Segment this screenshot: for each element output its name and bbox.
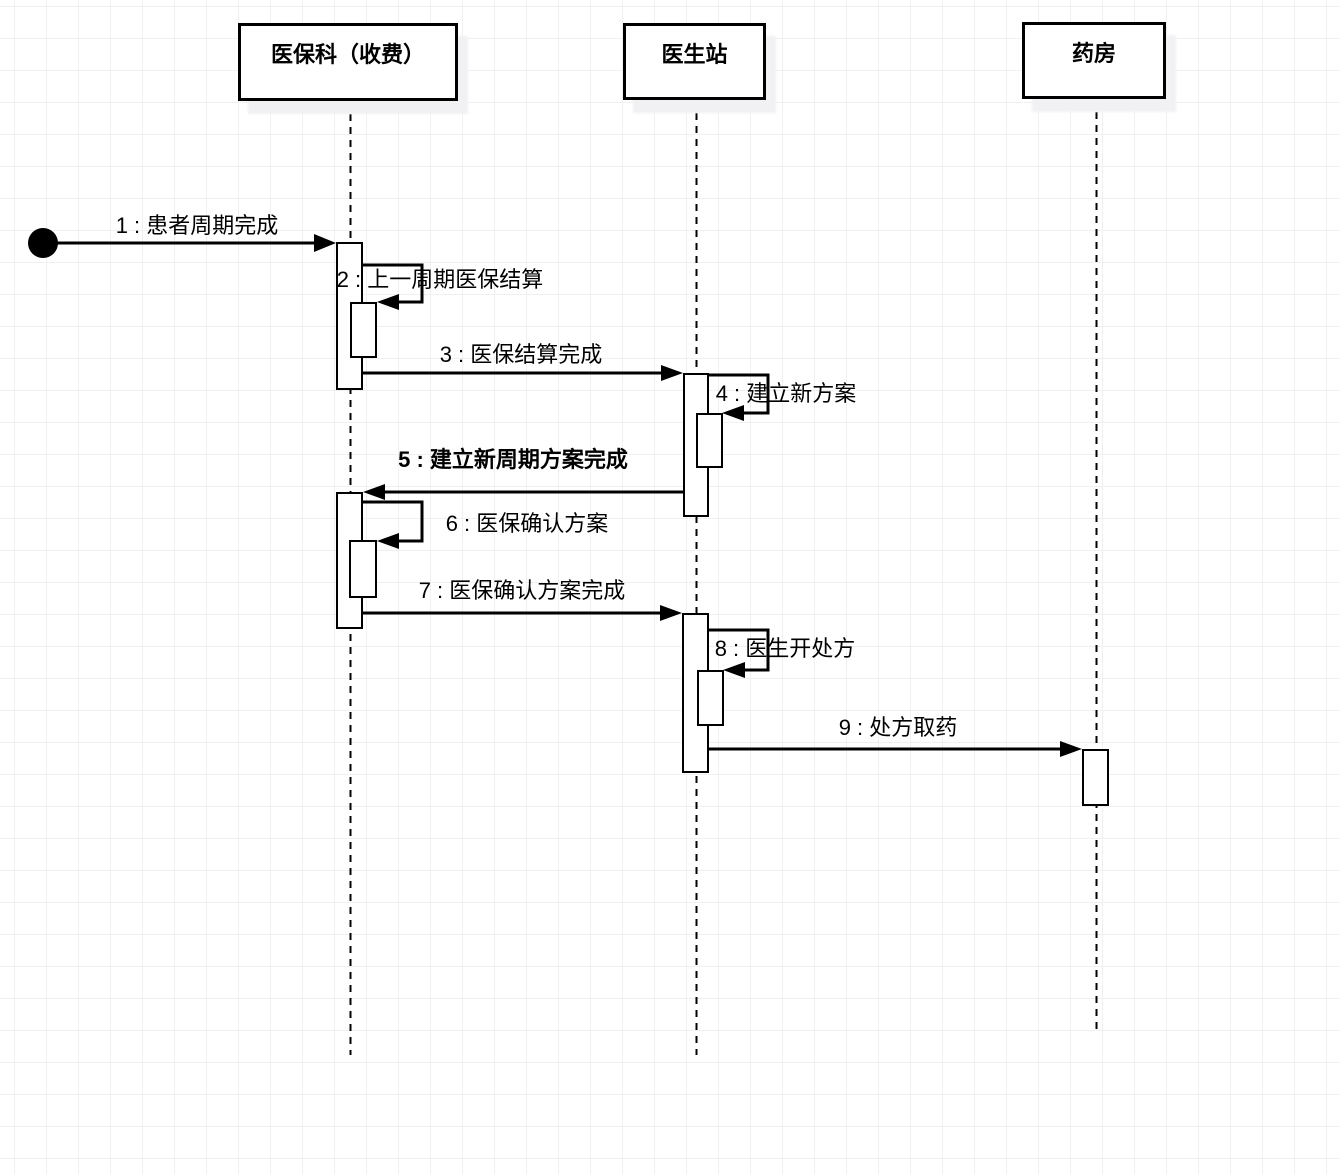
message-label-1: 1 : 患者周期完成 xyxy=(115,213,279,238)
message-label-2: 2 : 上一周期医保结算 xyxy=(336,267,544,292)
message-label-4: 4 : 建立新方案 xyxy=(715,381,857,406)
message-label-5: 5 : 建立新周期方案完成 xyxy=(398,447,628,472)
message-line-6 xyxy=(363,500,424,543)
arrowhead-2 xyxy=(377,294,399,310)
message-line-2 xyxy=(362,263,424,304)
message-label-6: 6 : 医保确认方案 xyxy=(445,511,609,536)
actor-label-pharmacy: 药房 xyxy=(1071,41,1116,66)
message-label-9: 9 : 处方取药 xyxy=(838,715,958,740)
message-label-8: 8 : 医生开处方 xyxy=(714,636,856,661)
actor-label-insurance: 医保科（收费） xyxy=(270,42,425,67)
arrowhead-3 xyxy=(661,365,683,381)
arrowhead-1 xyxy=(314,234,336,252)
message-line-4 xyxy=(708,373,770,415)
message-label-7: 7 : 医保确认方案完成 xyxy=(418,578,626,603)
arrowhead-9 xyxy=(1060,741,1082,757)
activation-bar-doctor-2-nested xyxy=(697,670,724,726)
message-line-8 xyxy=(708,628,770,672)
activation-bar-pharmacy-1 xyxy=(1082,749,1109,806)
actor-box-insurance: 医保科（收费） xyxy=(238,23,458,101)
arrowhead-8 xyxy=(723,662,745,678)
actor-box-pharmacy: 药房 xyxy=(1022,22,1166,99)
arrowhead-6 xyxy=(377,533,399,549)
arrowhead-7 xyxy=(660,605,682,621)
start-node-icon xyxy=(28,228,58,258)
message-label-3: 3 : 医保结算完成 xyxy=(439,342,603,367)
activation-bar-insurance-2-nested xyxy=(349,540,377,598)
activation-bar-doctor-1-nested xyxy=(696,413,723,468)
activation-bar-insurance-1-nested xyxy=(350,302,377,358)
arrowhead-4 xyxy=(722,405,744,421)
arrowhead-5 xyxy=(363,484,385,500)
actor-box-doctor-station: 医生站 xyxy=(623,23,766,100)
actor-label-doctor-station: 医生站 xyxy=(661,42,728,67)
